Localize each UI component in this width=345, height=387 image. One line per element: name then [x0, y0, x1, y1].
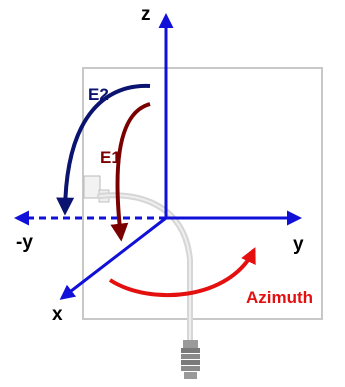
e1-arrow — [110, 102, 151, 242]
azimuth-arrow — [108, 247, 256, 298]
e2-label: E2 — [88, 85, 109, 104]
x-axis-label: x — [52, 304, 63, 325]
y-axis-label: y — [293, 234, 304, 255]
e2-arrow — [56, 83, 151, 216]
x-axis — [59, 216, 167, 300]
azimuth-label: Azimuth — [246, 288, 313, 307]
neg-y-axis-label: -y — [16, 232, 33, 253]
plug-connector — [181, 340, 200, 379]
z-axis-label: z — [141, 4, 151, 25]
cable-highlight — [99, 194, 191, 343]
e1-label: E1 — [100, 148, 121, 167]
